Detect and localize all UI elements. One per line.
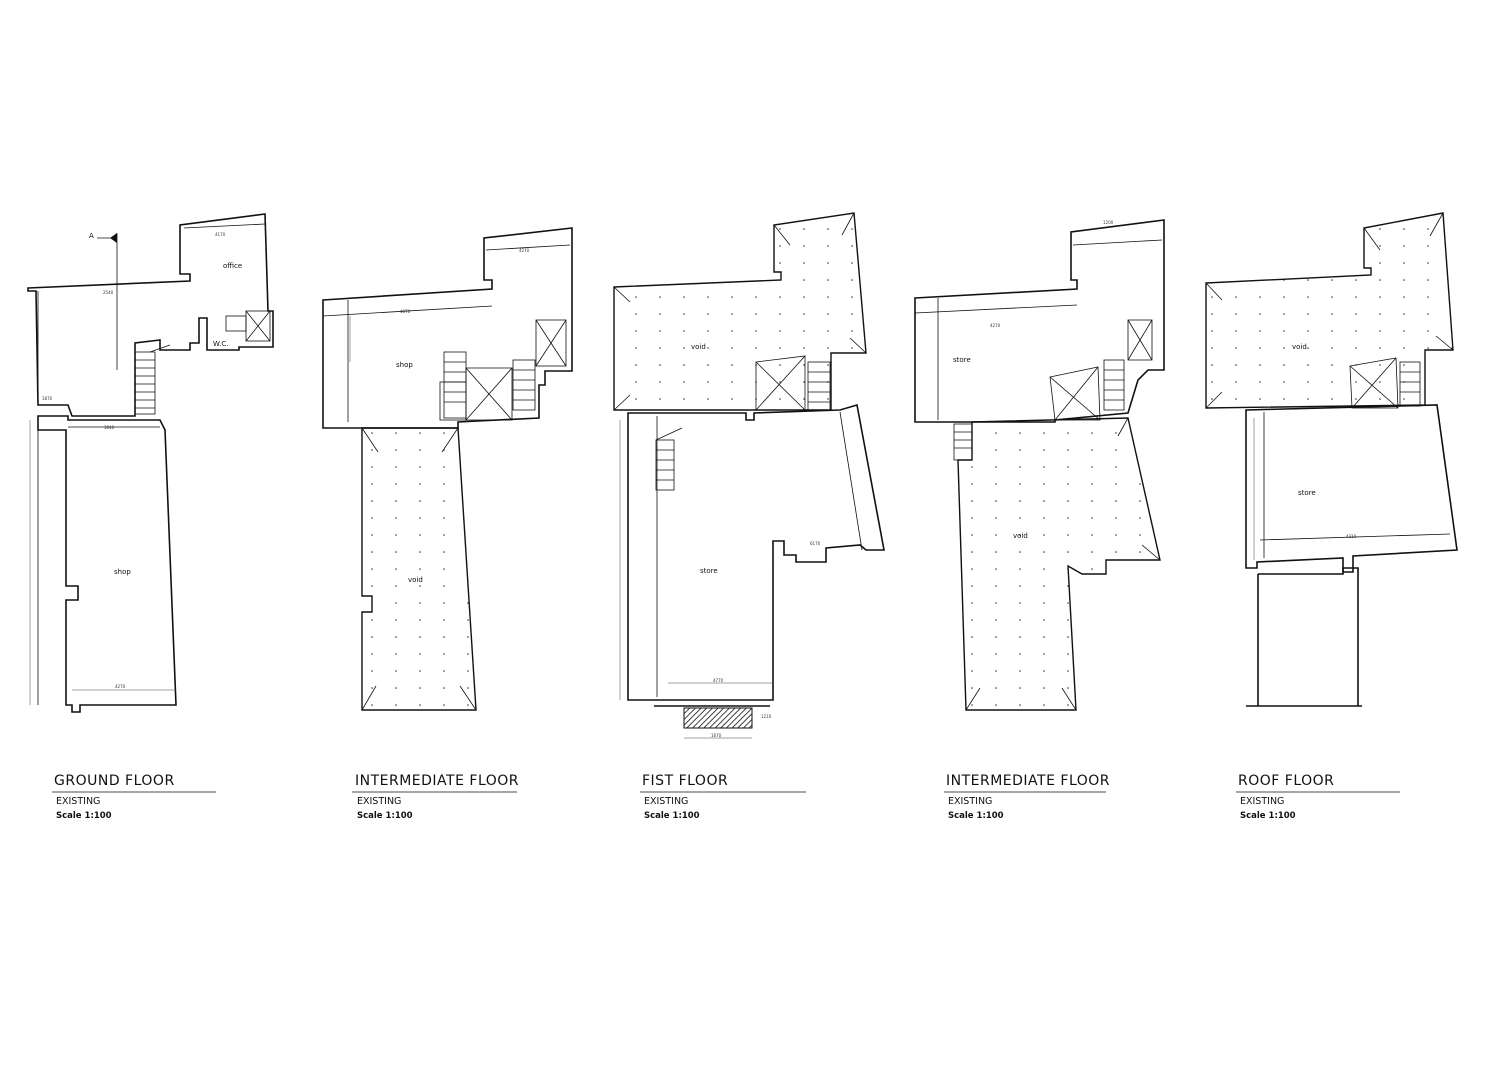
dimension-label: 4170 <box>215 232 226 237</box>
room-label-office: office <box>223 262 242 270</box>
plan-intermediate-floor-1: shop void 4070 4270 INTERMEDIATE FLOOR E… <box>322 227 573 821</box>
dimension-label: 1200 <box>1103 220 1114 225</box>
section-marker: A <box>89 232 118 370</box>
plan-title: INTERMEDIATE FLOOR <box>946 773 1110 789</box>
plan-scale: Scale 1:100 <box>644 811 700 821</box>
plan-scale: Scale 1:100 <box>1240 811 1296 821</box>
plan-ground-floor: A office shop W.C. 4170 2 <box>27 213 274 821</box>
room-label-store: store <box>953 356 971 364</box>
room-label-void: void <box>691 343 706 351</box>
dimension-label: 4070 <box>400 309 411 314</box>
section-marker-label: A <box>89 232 94 240</box>
stair <box>655 427 683 491</box>
dimension-label: 4270 <box>990 323 1001 328</box>
dimension-label: 2540 <box>103 290 114 295</box>
plan-scale: Scale 1:100 <box>948 811 1004 821</box>
dimension-label: 3840 <box>104 425 115 430</box>
plan-status: EXISTING <box>948 796 992 807</box>
room-label-wc: W.C. <box>213 340 228 348</box>
plan-scale: Scale 1:100 <box>56 811 112 821</box>
plan-intermediate-floor-2: store void 1200 4270 INTERMEDIATE FLOOR … <box>914 219 1165 821</box>
dimension-label: 1210 <box>761 714 772 719</box>
dimension-label: 1670 <box>711 733 722 738</box>
plan-status: EXISTING <box>1240 796 1284 807</box>
room-label-shop: shop <box>114 568 131 576</box>
stair <box>443 351 536 419</box>
room-label-void: void <box>1292 343 1307 351</box>
room-label-void: void <box>408 576 423 584</box>
room-label-store: store <box>1298 489 1316 497</box>
plan-status: EXISTING <box>644 796 688 807</box>
plan-status: EXISTING <box>357 796 401 807</box>
room-label-store: store <box>700 567 718 575</box>
dimension-label: 1870 <box>42 396 53 401</box>
plan-title: ROOF FLOOR <box>1238 773 1334 789</box>
room-label-void: void <box>1013 532 1028 540</box>
plan-title: INTERMEDIATE FLOOR <box>355 773 519 789</box>
dimension-label: 4310 <box>1346 534 1357 539</box>
plan-status: EXISTING <box>56 796 100 807</box>
room-label-shop: shop <box>396 361 413 369</box>
dimension-label: 4270 <box>115 684 126 689</box>
plan-scale: Scale 1:100 <box>357 811 413 821</box>
dimension-label: 6170 <box>810 541 821 546</box>
plan-title: FIST FLOOR <box>642 773 728 789</box>
stair <box>134 344 171 415</box>
dimension-label: 4770 <box>713 678 724 683</box>
plan-first-floor: void store 4770 1670 1210 6170 FIST FLOO… <box>613 212 885 821</box>
dimension-label: 4270 <box>519 248 530 253</box>
plan-title: GROUND FLOOR <box>54 773 175 789</box>
plan-roof-floor: void store 4310 ROOF FLOOR EXISTING Scal… <box>1205 212 1458 821</box>
